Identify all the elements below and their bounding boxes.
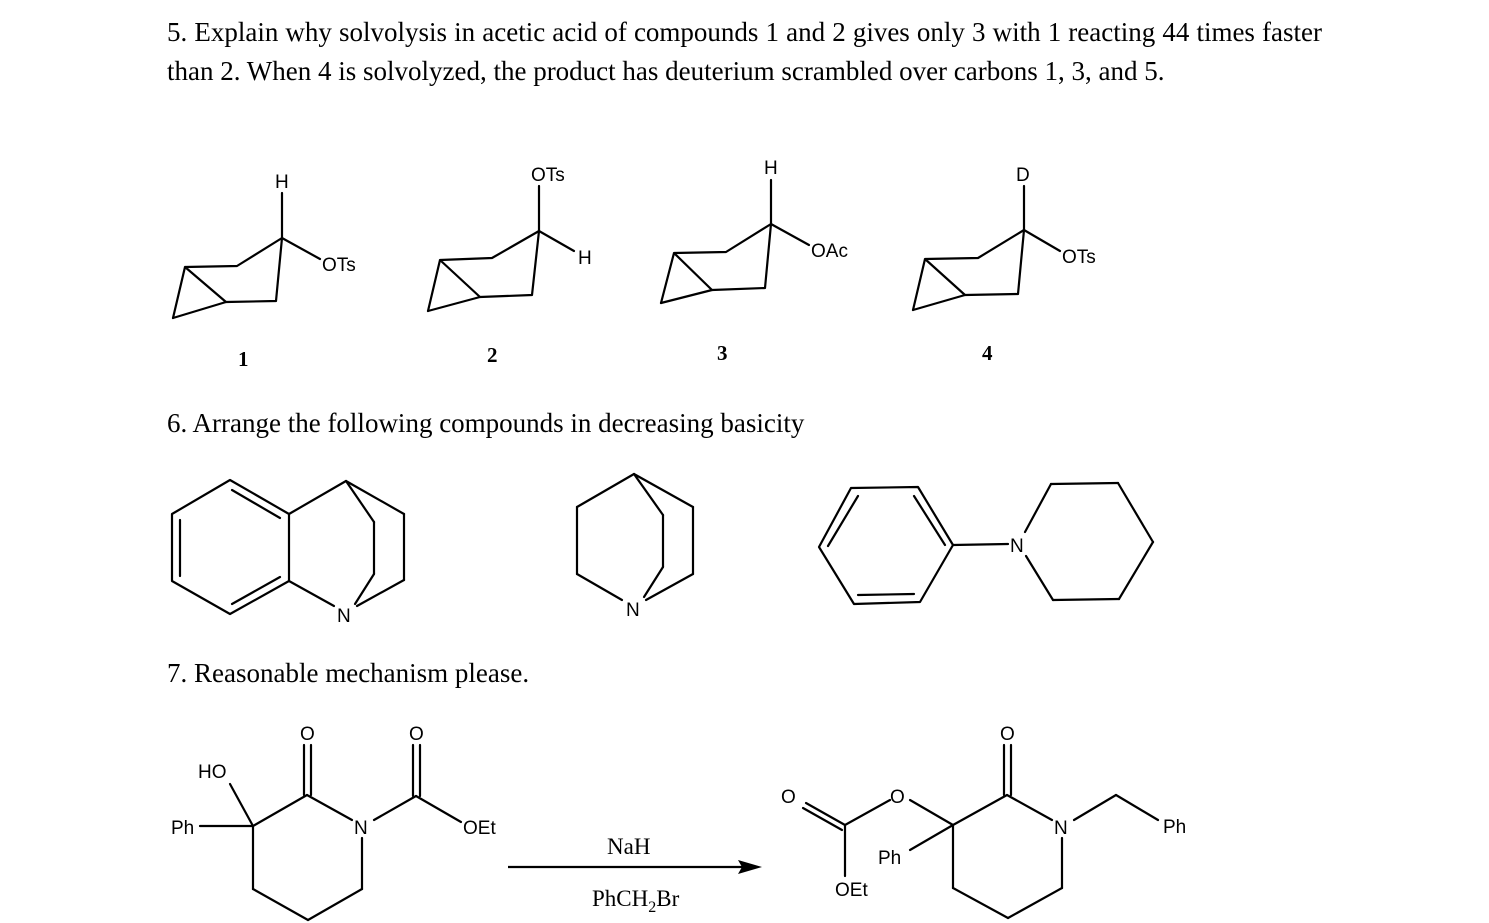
compound-1-side-substituent: OTs [322, 255, 356, 276]
compound-2-side-substituent: H [578, 248, 592, 269]
q7-reactant-ho-label: HO [198, 762, 227, 783]
q7-reactant-structure: HO Ph N O O OEt [171, 724, 496, 922]
question-5-text: 5. Explain why solvolysis in acetic acid… [167, 17, 1322, 86]
compound-2-structure: OTs H 2 [426, 165, 592, 367]
q7-product-lactam-o-label: O [1000, 724, 1015, 745]
q7-reactant-lactam-o-label: O [300, 724, 315, 745]
compound-3-side-substituent: OAc [811, 241, 848, 262]
compound-1-label: 1 [238, 347, 249, 371]
q6-compound-n-phenylpiperidine: N [817, 481, 1155, 606]
q7-product-ether-o-label: O [890, 787, 905, 808]
q7-reactant-oet-label: OEt [463, 818, 496, 839]
q7-product-n-label: N [1054, 818, 1068, 839]
q6-compound-quinuclidine: N [575, 472, 695, 621]
q7-product-ring-ph-label: Ph [878, 848, 901, 869]
compound-4-label: 4 [982, 341, 993, 365]
q7-reagent-benzyl-bromide: PhCH2Br [592, 886, 680, 916]
q7-product-structure: O O O OEt Ph N Ph [781, 724, 1186, 920]
compound-4-top-substituent: D [1016, 165, 1030, 186]
compound-1-top-substituent: H [275, 172, 289, 193]
q6-compound-c-nitrogen: N [1010, 536, 1024, 557]
compound-3-label: 3 [717, 341, 728, 365]
question-7-text: 7. Reasonable mechanism please. [167, 658, 530, 688]
q6-compound-a-nitrogen: N [337, 606, 351, 627]
compound-2-top-substituent: OTs [531, 165, 565, 186]
q7-product-benzyl-ph-label: Ph [1163, 817, 1186, 838]
compound-3-structure: H OAc 3 [659, 158, 848, 365]
compound-1-structure: H OTs 1 [171, 172, 356, 371]
q7-product-oet-label: OEt [835, 880, 868, 901]
q7-reactant-ph-label: Ph [171, 818, 194, 839]
q7-product-carbonate-o-label: O [781, 787, 796, 808]
compound-2-label: 2 [487, 343, 498, 367]
question-6-text: 6. Arrange the following compounds in de… [167, 408, 805, 438]
q6-compound-b-nitrogen: N [626, 600, 640, 621]
compound-4-structure: D OTs 4 [911, 165, 1096, 365]
compound-4-side-substituent: OTs [1062, 247, 1096, 268]
q7-reagent-nah: NaH [607, 834, 650, 859]
q6-compound-benzoquinuclidine: N [170, 478, 406, 627]
compound-3-top-substituent: H [764, 158, 778, 179]
q7-reactant-n-label: N [354, 818, 368, 839]
q7-reactant-ester-o-label: O [409, 724, 424, 745]
q7-reaction-arrow: NaH PhCH2Br [508, 834, 762, 916]
